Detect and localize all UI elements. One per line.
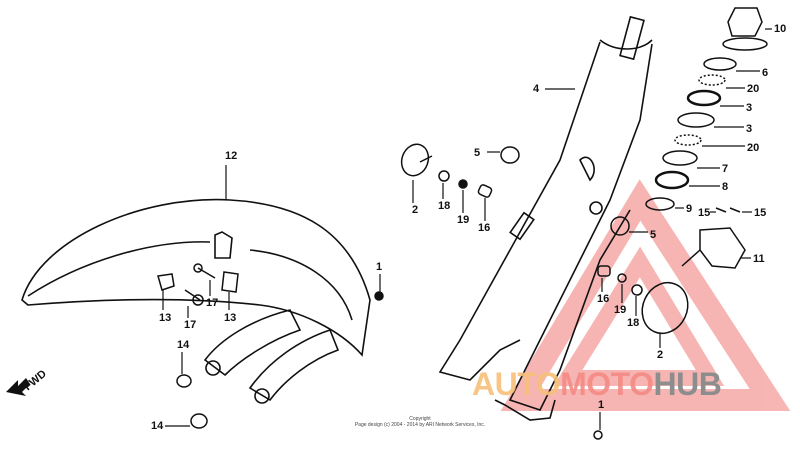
- part-callout-11[interactable]: 11: [753, 253, 765, 265]
- part-callout-3[interactable]: 3: [746, 123, 753, 135]
- front-fender-drawing: [21, 198, 371, 404]
- small-hardware-drawings: [157, 143, 689, 440]
- part-callout-18[interactable]: 18: [627, 317, 640, 329]
- part-callout-9[interactable]: 9: [686, 203, 693, 215]
- copyright-line-2: Page design (c) 2004 - 2014 by ARI Netwo…: [354, 422, 486, 428]
- watermark-moto: MOTO: [560, 366, 654, 402]
- part-callout-5[interactable]: 5: [474, 147, 481, 159]
- part-callout-1[interactable]: 1: [598, 399, 605, 411]
- part-callout-6[interactable]: 6: [762, 67, 769, 79]
- copyright-line-1: Copyright: [409, 416, 431, 422]
- part-callout-14[interactable]: 14: [151, 420, 164, 432]
- part-callout-4[interactable]: 4: [533, 83, 540, 95]
- part-callout-19[interactable]: 19: [614, 304, 627, 316]
- part-callout-13[interactable]: 13: [224, 312, 237, 324]
- part-callout-16[interactable]: 16: [478, 222, 491, 234]
- front-fork-drawing: [438, 15, 653, 421]
- part-callout-19[interactable]: 19: [457, 214, 470, 226]
- part-callout-20[interactable]: 20: [747, 83, 760, 95]
- part-callout-15[interactable]: 15: [754, 207, 767, 219]
- part-callout-13[interactable]: 13: [159, 312, 172, 324]
- steering-head-bearing-stack: [645, 7, 768, 269]
- part-callout-16[interactable]: 16: [597, 293, 610, 305]
- part-callout-17[interactable]: 17: [184, 319, 197, 331]
- part-callout-14[interactable]: 14: [177, 339, 190, 351]
- fwd-arrow-icon: [6, 378, 30, 396]
- watermark-auto: AUTO: [472, 366, 561, 402]
- watermark-logo-text: AUTOMOTOHUB: [472, 366, 722, 402]
- part-callout-2[interactable]: 2: [657, 349, 664, 361]
- part-callout-18[interactable]: 18: [438, 200, 451, 212]
- part-callout-17[interactable]: 17: [206, 297, 219, 309]
- part-callout-8[interactable]: 8: [722, 181, 729, 193]
- copyright-notice: Copyright Page design (c) 2004 - 2014 by…: [300, 416, 540, 428]
- part-callout-7[interactable]: 7: [722, 163, 729, 175]
- part-callout-2[interactable]: 2: [412, 204, 419, 216]
- part-callout-1[interactable]: 1: [376, 261, 383, 273]
- part-callout-5[interactable]: 5: [650, 229, 657, 241]
- part-callout-15[interactable]: 15: [698, 207, 711, 219]
- leader-lines: [162, 28, 772, 430]
- part-callout-10[interactable]: 10: [774, 23, 787, 35]
- watermark-hub: HUB: [653, 366, 722, 402]
- watermark-triangle-logo: [500, 179, 791, 411]
- part-callout-3[interactable]: 3: [746, 102, 753, 114]
- part-callout-12[interactable]: 12: [225, 150, 238, 162]
- part-callout-20[interactable]: 20: [747, 142, 760, 154]
